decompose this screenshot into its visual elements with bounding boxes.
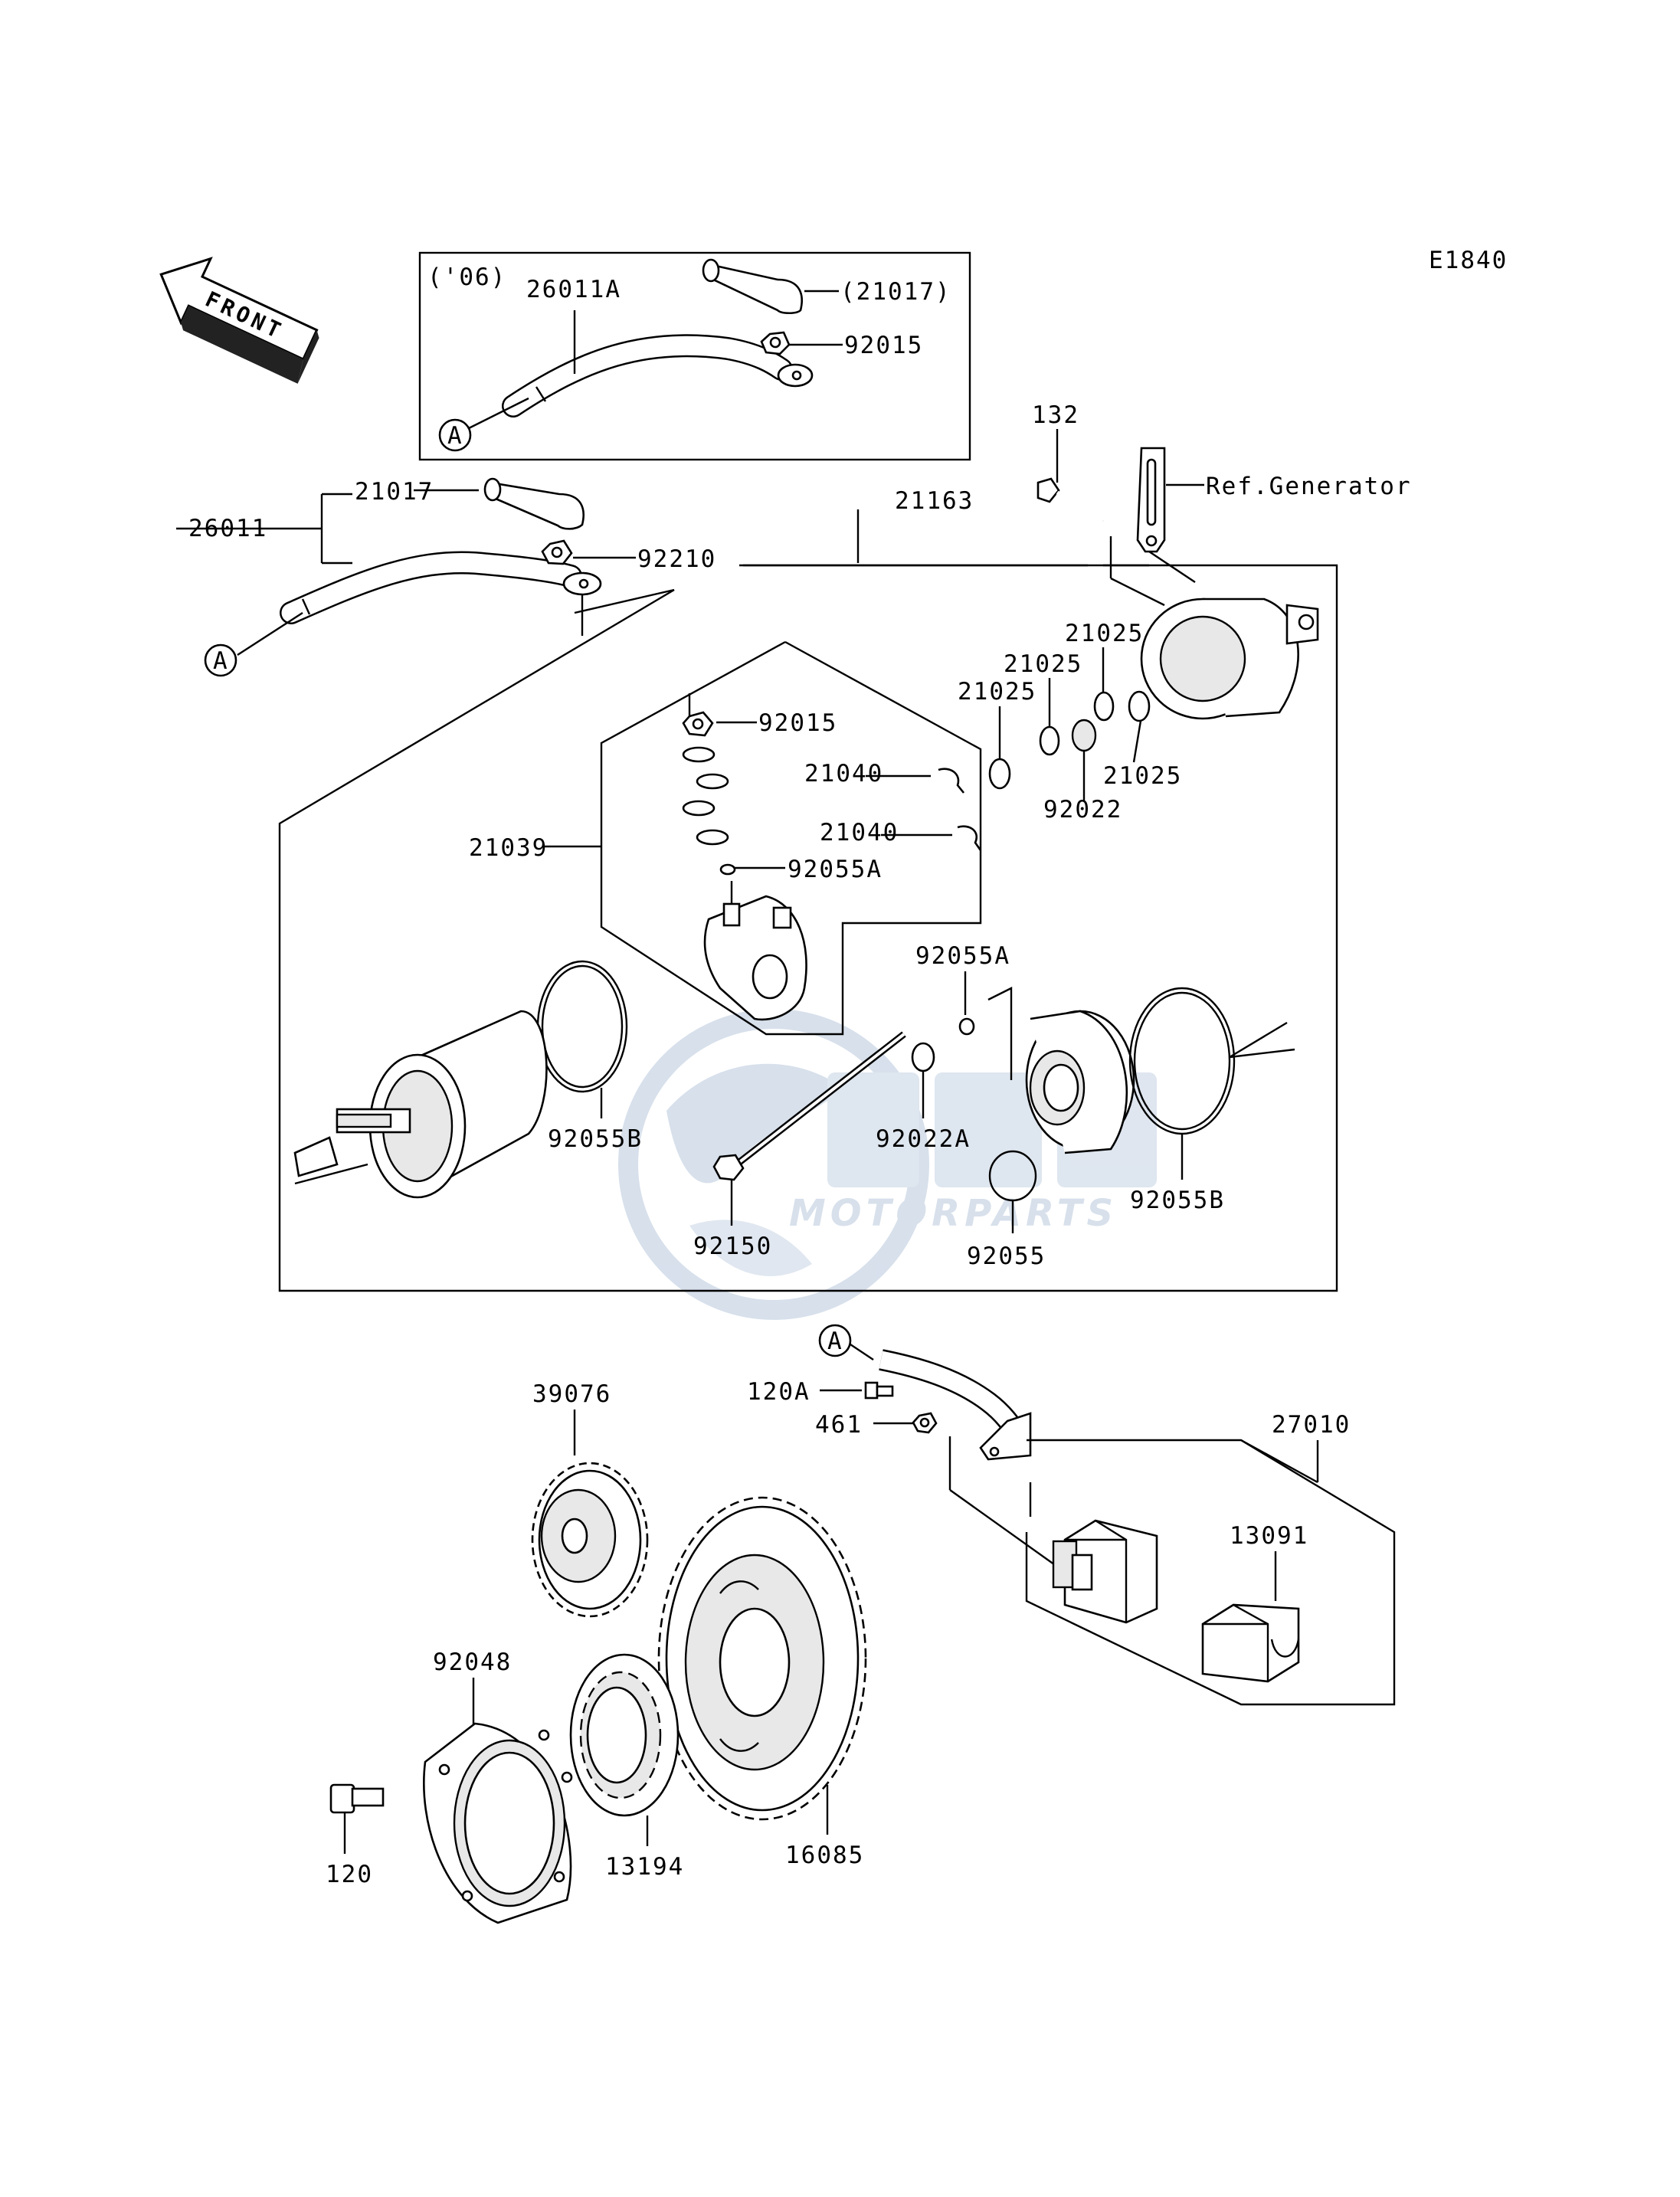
callout-a-2: A: [213, 647, 229, 675]
oring-92055a-a: [719, 863, 736, 876]
nut-92210: [541, 539, 573, 565]
cable-26011: [280, 551, 602, 624]
bolt-120: [329, 1783, 385, 1814]
ref-a-1: [438, 418, 472, 452]
assembly-box-21163: [278, 564, 1338, 1292]
washer-92022a: [911, 1042, 935, 1072]
callout-461: 461: [815, 1411, 863, 1439]
callout-21025-d: 21025: [1103, 762, 1182, 790]
callout-13091: 13091: [1230, 1522, 1308, 1550]
nut-461: [912, 1412, 938, 1434]
diagram-code: E1840: [1429, 247, 1508, 274]
washer-21025-c: [1039, 725, 1060, 756]
front-arrow-icon: FRONT: [159, 257, 319, 384]
box-2006-variant: [418, 251, 971, 461]
nut-92015-b: [682, 711, 714, 737]
bracket-ref-generator: [1136, 447, 1166, 553]
callout-92055b-b: 92055B: [1130, 1187, 1225, 1214]
through-bolt-92150: [712, 1031, 906, 1181]
starter-clutch-gear-16085: [657, 1496, 867, 1821]
callout-21040-a: 21040: [804, 760, 883, 787]
one-way-clutch-13194: [569, 1653, 680, 1817]
box-06-label: ('06): [427, 264, 506, 291]
callout-92055a-a: 92055A: [788, 856, 883, 883]
callout-a-3: A: [827, 1328, 843, 1355]
callout-26011: 26011: [188, 515, 267, 542]
washer-92022: [1071, 719, 1097, 752]
callout-132: 132: [1032, 401, 1079, 429]
bolt-132: [1036, 477, 1105, 523]
washer-21025-b: [1128, 690, 1151, 722]
clutch-holder-92048: [423, 1722, 573, 1924]
callout-92015-a: 92015: [844, 332, 923, 359]
starter-relay: [1052, 1519, 1158, 1624]
ref-a-3: [818, 1324, 852, 1357]
callout-13194: 13194: [605, 1853, 684, 1881]
callout-16085: 16085: [785, 1842, 864, 1869]
callout-92055: 92055: [967, 1243, 1046, 1270]
callout-120: 120: [326, 1861, 373, 1888]
terminal-cap-21017-06: [702, 258, 803, 315]
washer-21025-a: [1093, 691, 1115, 722]
callout-a-1: A: [447, 422, 463, 450]
callout-92055a-b: 92055A: [915, 942, 1010, 970]
cable-26011a: [502, 334, 814, 417]
watermark-logo: MOTORPARTS: [618, 1009, 1157, 1320]
brush-holder-box-21039: [600, 640, 982, 1036]
callout-21017-paren: (21017): [840, 278, 951, 306]
callout-92150: 92150: [693, 1233, 772, 1260]
callout-21025-c: 21025: [958, 678, 1036, 706]
washer-stack: [682, 746, 729, 846]
callout-92048: 92048: [433, 1649, 512, 1676]
fuse-cover-13091: [1201, 1603, 1300, 1683]
callout-92022: 92022: [1043, 796, 1122, 823]
bolt-120a: [864, 1381, 894, 1400]
callout-21039: 21039: [469, 834, 548, 862]
oring-92055b-b: [1128, 987, 1236, 1135]
ref-a-2: [204, 643, 237, 677]
callout-26011a: 26011A: [526, 276, 621, 303]
cable-relay: [879, 1349, 1032, 1461]
callout-92022a: 92022A: [876, 1125, 971, 1153]
ref-generator-label: Ref.Generator: [1206, 473, 1412, 500]
callout-120a: 120A: [747, 1378, 811, 1406]
callout-92055b-a: 92055B: [548, 1125, 643, 1153]
watermark-text: MOTORPARTS: [789, 1192, 1118, 1235]
callout-39076: 39076: [532, 1380, 611, 1408]
callout-21163: 21163: [895, 487, 974, 515]
idle-gear-39076: [531, 1462, 649, 1618]
rear-cover: [1025, 1010, 1135, 1154]
spring-21040-a: [938, 768, 965, 794]
oring-92055a-b: [958, 1017, 975, 1036]
washer-21025-d: [988, 758, 1011, 790]
spring-21040-b: [957, 825, 982, 851]
callout-21025-b: 21025: [1004, 650, 1082, 678]
nut-92015-06: [760, 331, 791, 355]
brush-holder-plate: [703, 881, 807, 1021]
terminal-cap-21017: [483, 477, 585, 530]
callout-21040-b: 21040: [820, 819, 899, 846]
callout-92210: 92210: [637, 545, 716, 573]
callout-27010: 27010: [1272, 1411, 1351, 1439]
callout-21017: 21017: [355, 478, 434, 506]
oring-92055b-a: [536, 960, 628, 1093]
callout-92015-b: 92015: [758, 709, 837, 737]
callout-21025-a: 21025: [1065, 620, 1144, 647]
motor-yoke: [293, 1010, 548, 1199]
front-cover: [1140, 598, 1319, 720]
